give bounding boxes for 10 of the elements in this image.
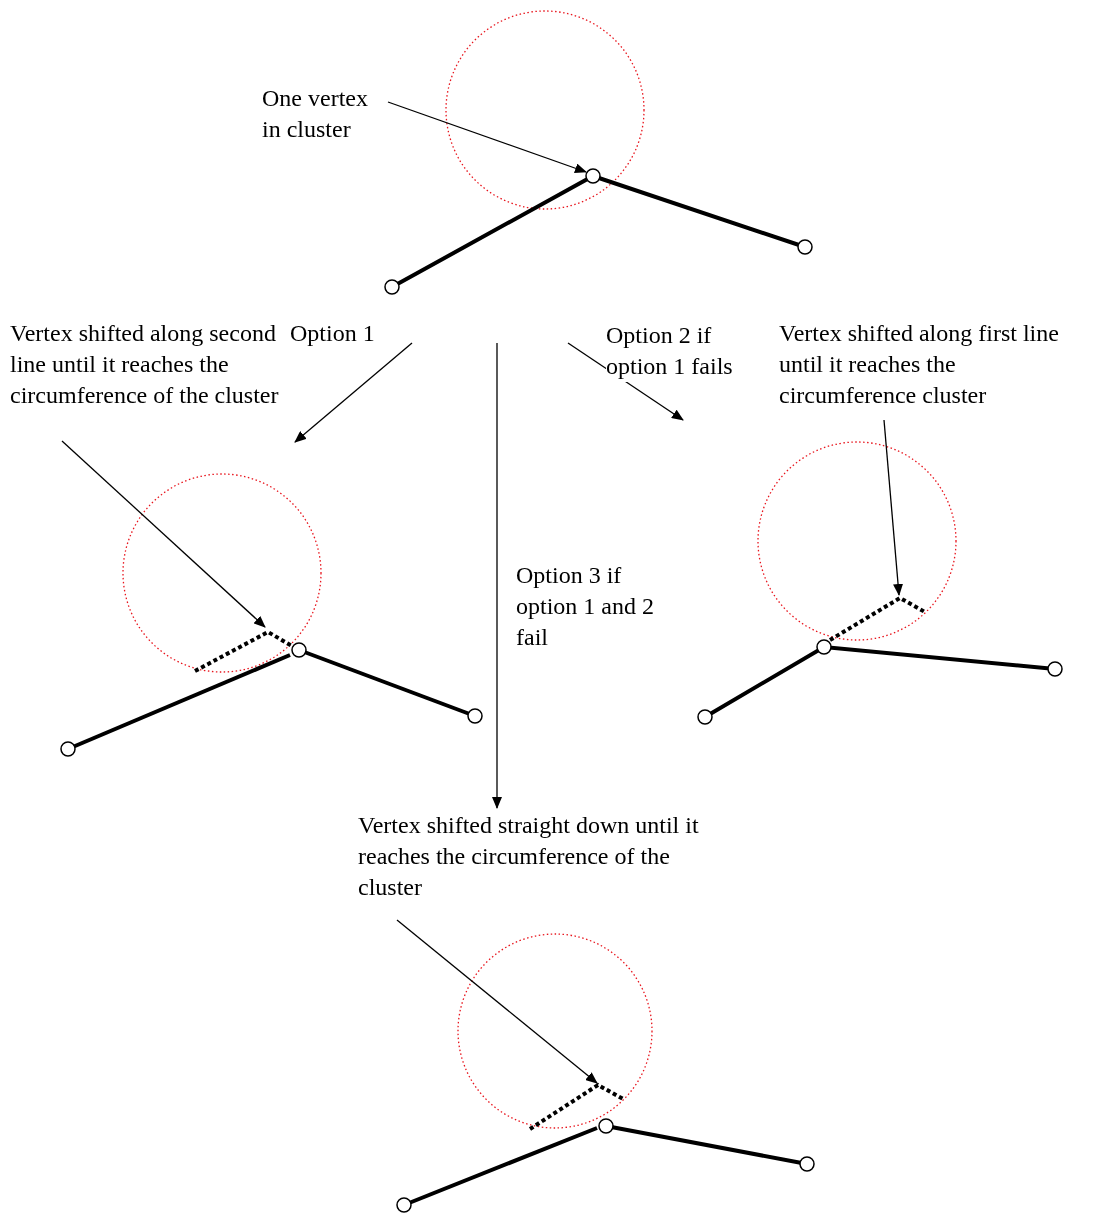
- arrow: [294, 342, 413, 443]
- arrow: [492, 342, 502, 809]
- annotation-text: One vertex in cluster: [262, 83, 382, 145]
- arrow: [61, 440, 266, 628]
- arrow: [883, 419, 904, 596]
- annotation-text: Vertex shifted straight down until it reaches the circumference of the cluster: [358, 810, 713, 903]
- leader-line: [387, 101, 587, 174]
- annotation-text: Vertex shifted along second line until it reaches the circumference of the cluster: [10, 318, 280, 442]
- annotation-text: Vertex shifted along first line until it reaches the circumference cluster: [779, 318, 1097, 411]
- arrow: [396, 919, 598, 1084]
